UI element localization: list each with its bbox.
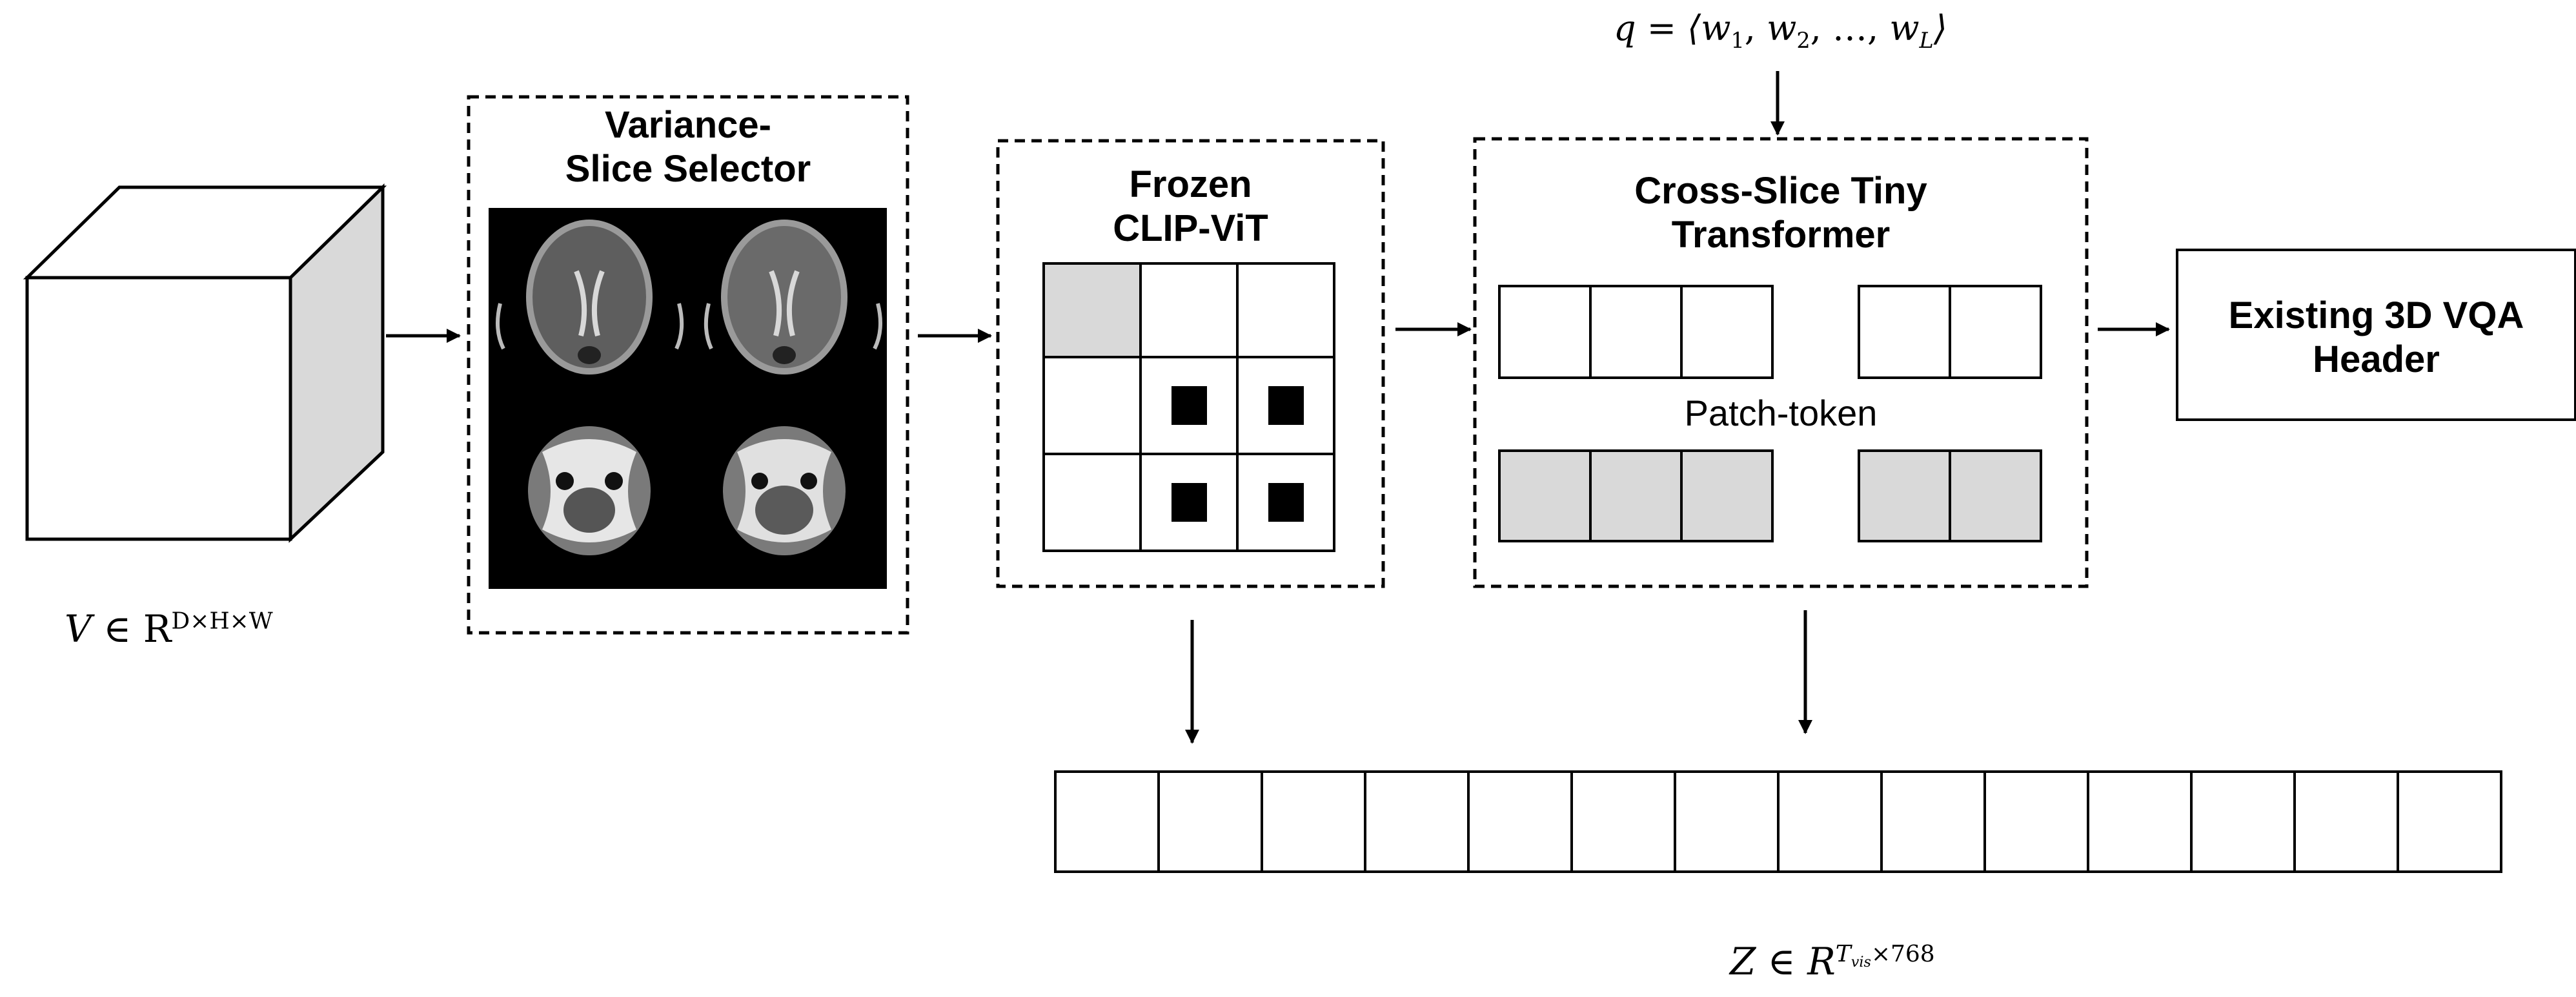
clip-box: [996, 139, 1385, 588]
output-formula: Z ∈ RTvis×768: [1730, 940, 1935, 983]
volume-var: V: [65, 607, 92, 651]
output-sup-rest: ×768: [1871, 940, 1935, 967]
ct-scans-icon: [489, 208, 887, 589]
query-sep3: ,: [1867, 8, 1890, 48]
query-sep2: ,: [1810, 8, 1832, 48]
output-base: R: [1807, 940, 1836, 983]
query-sep1: ,: [1744, 8, 1767, 48]
vqa-title-line1: Existing 3D VQA: [2228, 294, 2524, 336]
patch-marker: [1171, 483, 1207, 522]
selector-box: [467, 95, 909, 635]
query-subl: L: [1919, 27, 1934, 53]
transformer-title: Cross-Slice Tiny Transformer: [1475, 169, 2087, 258]
patch-marker: [1268, 483, 1304, 522]
query-wl: w: [1889, 8, 1920, 48]
volume-rel: ∈ R: [91, 607, 172, 651]
query-lhs: q = ⟨: [1614, 8, 1701, 48]
query-w1: w: [1701, 8, 1731, 48]
clip-title-line1: Frozen: [1129, 163, 1252, 205]
output-sup-var: T: [1835, 940, 1851, 967]
query-formula: q = ⟨w1, w2, …, wL⟩: [1614, 8, 1947, 53]
query-rhs: ⟩: [1933, 8, 1947, 48]
token-row-bottom: [1498, 449, 2042, 542]
vqa-box: [2176, 249, 2576, 421]
selector-title-line1: Variance-: [605, 104, 771, 146]
patch-cell-highlight: [1042, 262, 1142, 358]
patch-token-label: Patch-token: [1684, 393, 1878, 433]
clip-title: Frozen CLIP-ViT: [998, 163, 1383, 251]
output-var: Z: [1730, 940, 1756, 983]
selector-title-line2: Slice Selector: [565, 148, 811, 190]
volume-formula: V ∈ RD×H×W: [65, 607, 273, 651]
query-sub2: 2: [1796, 27, 1810, 53]
query-dots: …: [1832, 8, 1867, 48]
patch-markers: [1171, 386, 1304, 522]
vqa-title: Existing 3D VQA Header: [2177, 294, 2575, 382]
clip-title-line2: CLIP-ViT: [1113, 207, 1268, 250]
patch-marker: [1171, 386, 1207, 425]
query-sub1: 1: [1730, 27, 1745, 53]
transformer-title-line1: Cross-Slice Tiny: [1634, 170, 1927, 212]
selector-title: Variance- Slice Selector: [469, 103, 908, 192]
patch-marker: [1268, 386, 1304, 425]
transformer-box: [1473, 137, 2089, 588]
vqa-title-line2: Header: [2313, 338, 2440, 381]
output-rel: ∈: [1756, 940, 1808, 983]
output-sup-sub: vis: [1851, 953, 1871, 971]
output-token-sequence: [1054, 770, 2502, 873]
volume-sup: D×H×W: [171, 608, 273, 635]
transformer-title-line2: Transformer: [1671, 214, 1891, 256]
volume-cube-icon: [23, 183, 387, 543]
token-row-top: [1498, 285, 2042, 379]
query-w2: w: [1767, 8, 1797, 48]
